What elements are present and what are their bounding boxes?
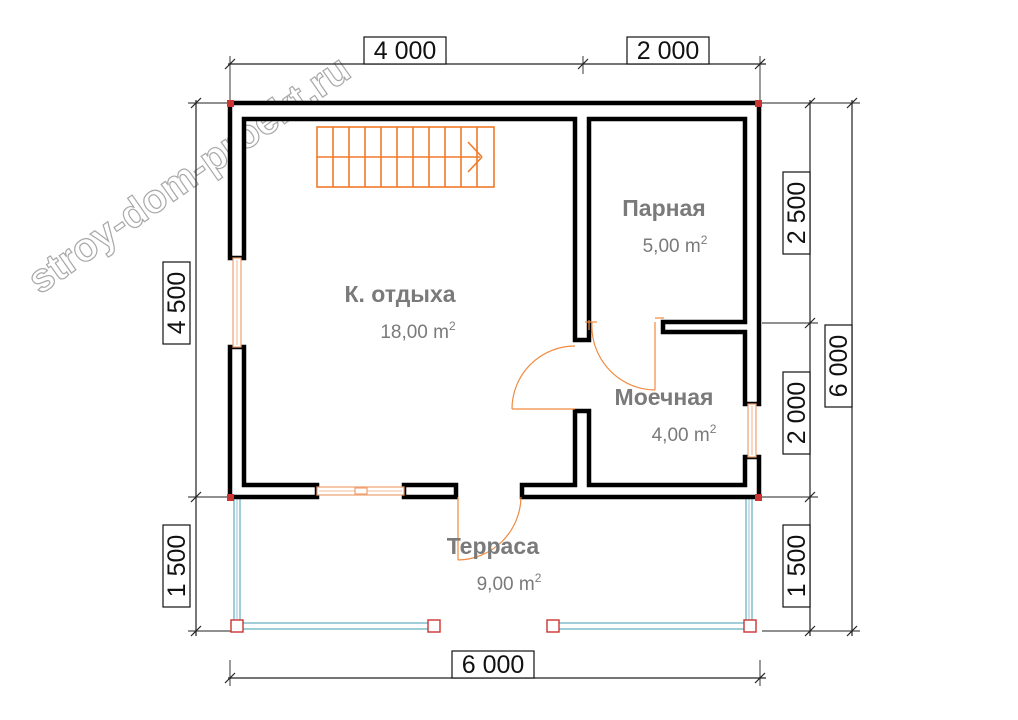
dimension-right-total: 6 000 [818,97,860,637]
room-area-wash: 4,00 m2 [652,422,717,446]
room-name-rest: К. отдыха [344,281,455,307]
dim-left-terrace: 1 500 [163,535,191,598]
dimension-bottom: 6 000 [224,650,766,686]
dim-right-lower: 2 000 [783,382,811,445]
dim-right-terrace: 1 500 [783,535,811,598]
dim-right-upper: 2 500 [783,182,811,245]
corner-markers [227,100,762,501]
room-name-terrace: Терраса [447,533,540,559]
staircase [316,126,495,188]
dimension-top: 4 000 2 000 [224,36,766,104]
dim-top-right: 2 000 [637,37,700,65]
dim-bottom-total: 6 000 [462,651,525,679]
room-area-steam: 5,00 m2 [643,233,708,257]
dimension-right: 2 500 2 000 1 500 [762,97,818,637]
dimension-left: 4 500 1 500 [162,97,232,637]
dim-top-left: 4 000 [374,37,437,65]
doors [457,317,664,561]
dim-left-main: 4 500 [163,272,191,335]
room-area-terrace: 9,00 m2 [477,571,542,595]
terrace-railing [230,497,757,633]
room-name-wash: Моечная [615,384,714,410]
room-name-steam: Парная [622,195,705,221]
room-area-rest: 18,00 m2 [380,319,456,343]
dim-right-total: 6 000 [825,335,853,398]
windows [232,257,757,496]
